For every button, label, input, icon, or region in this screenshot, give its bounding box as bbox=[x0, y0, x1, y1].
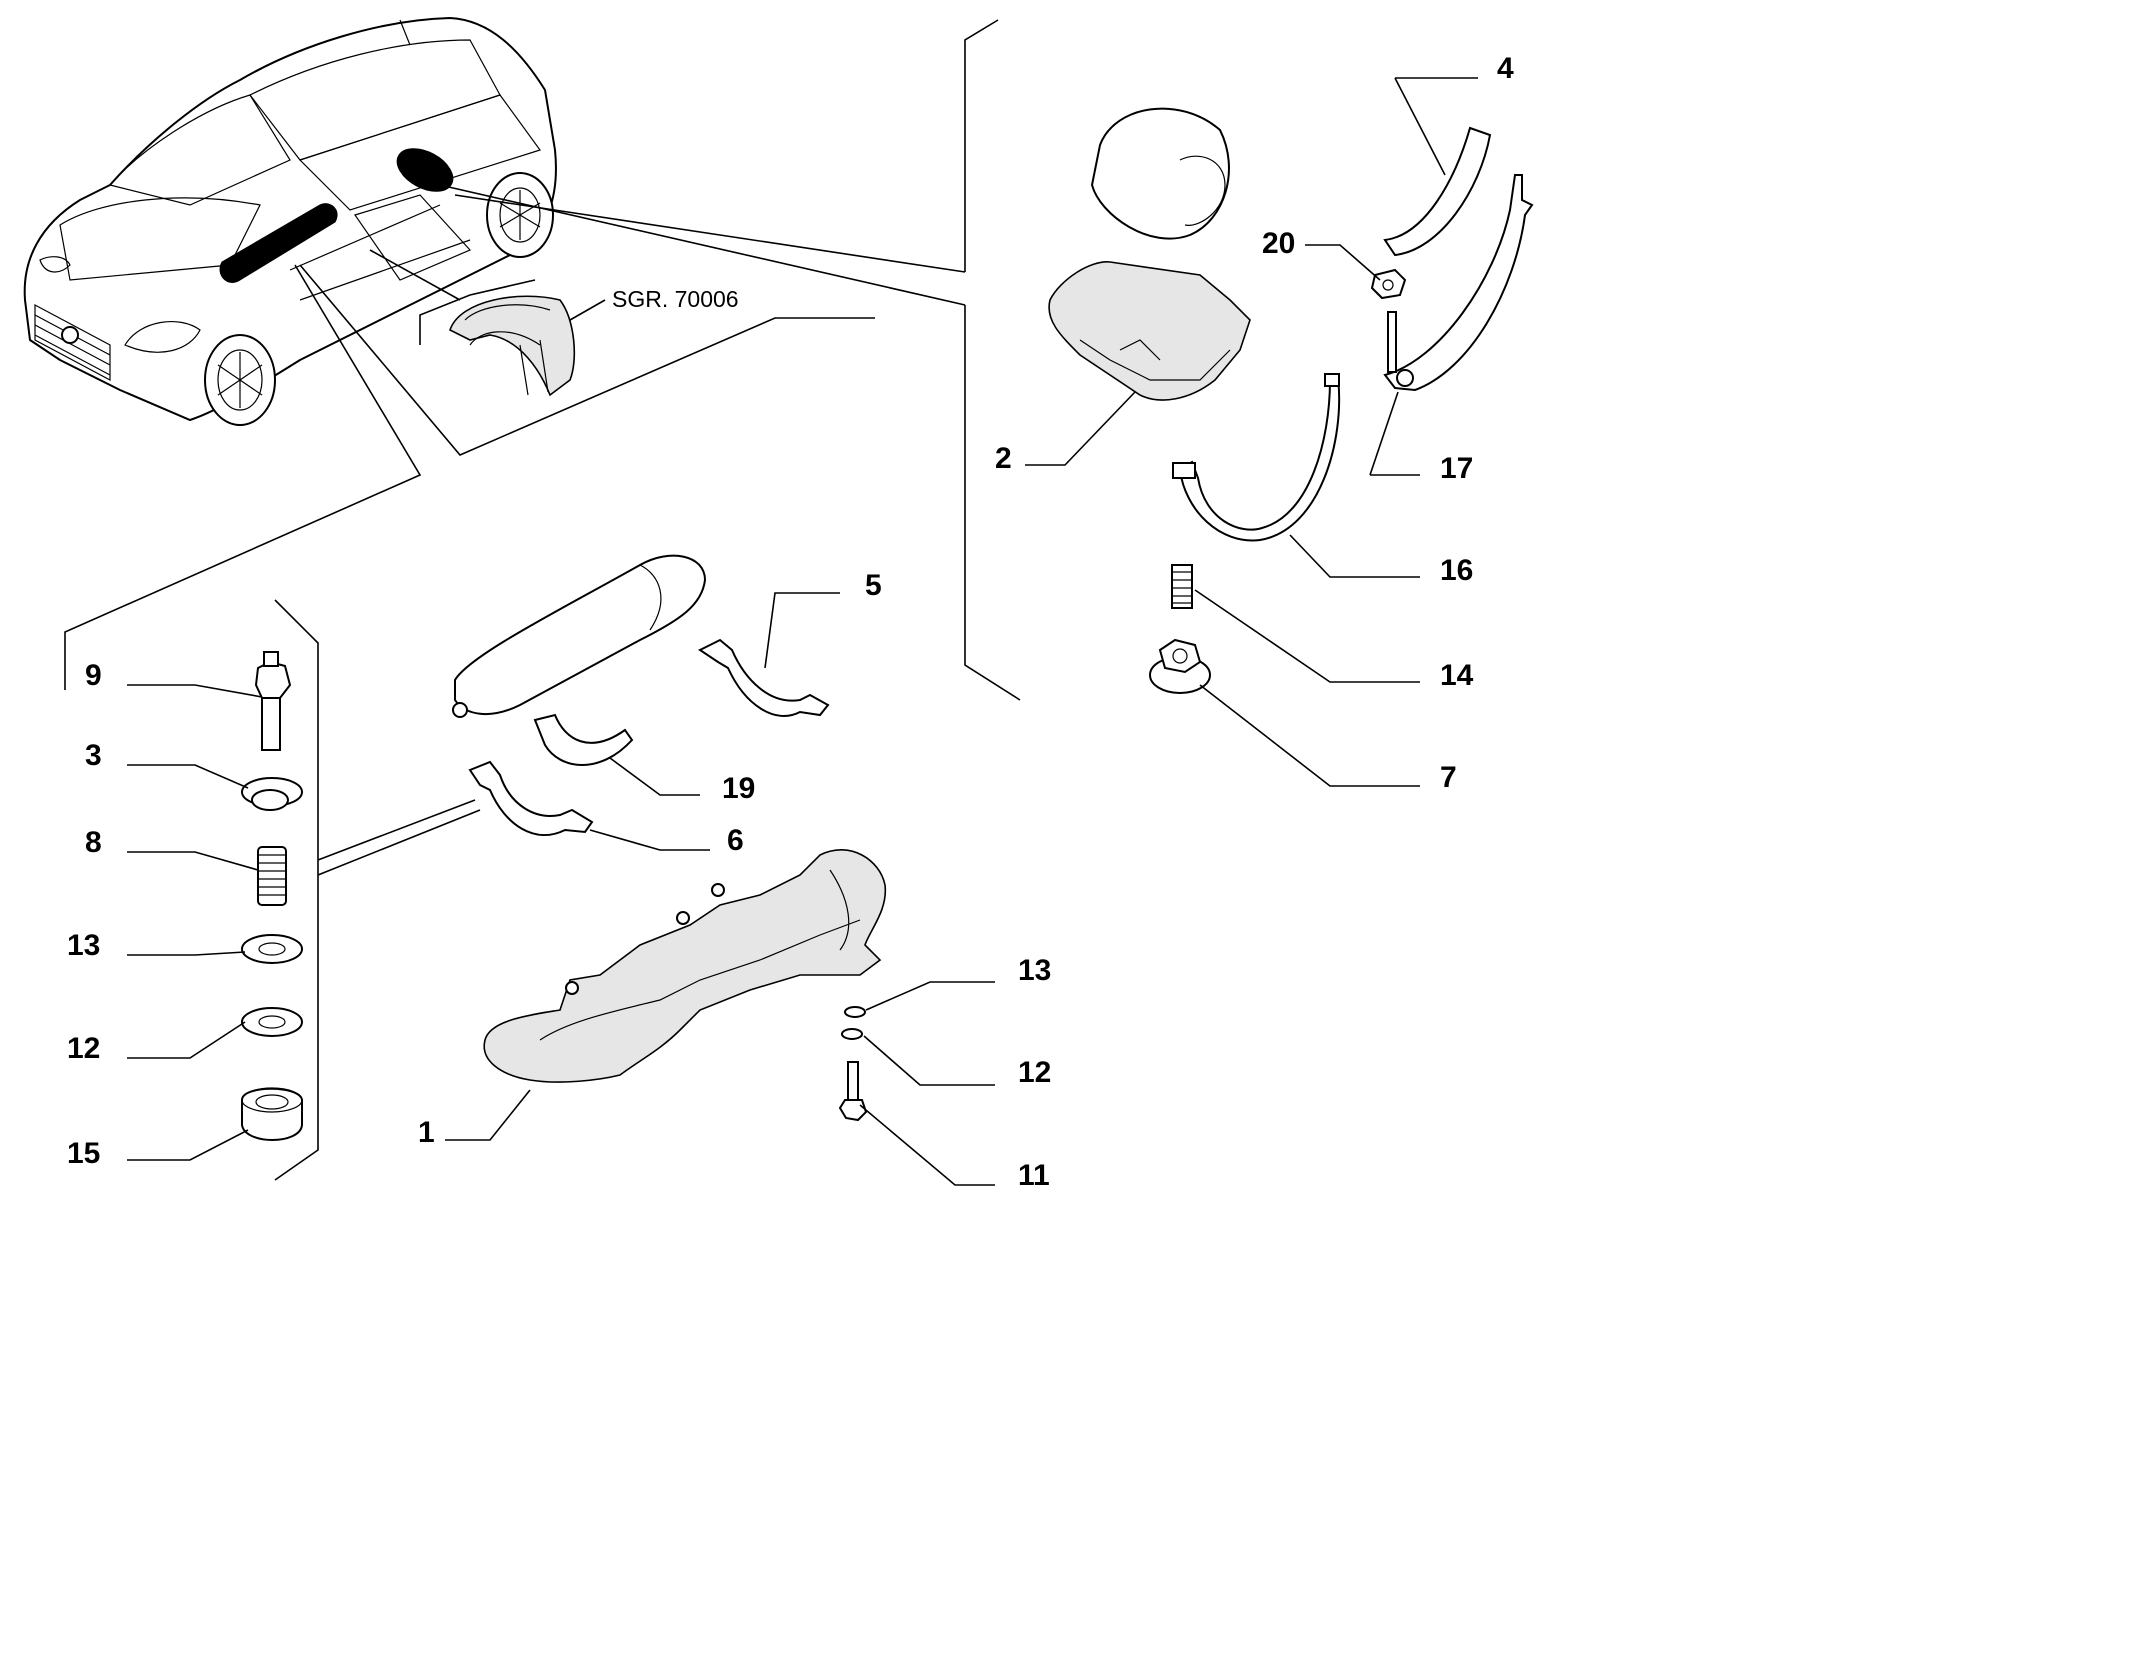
callout-16: 16 bbox=[1440, 554, 1473, 587]
callout-17: 17 bbox=[1440, 452, 1473, 485]
left-parts-stack bbox=[127, 599, 481, 1181]
callout-2: 2 bbox=[995, 442, 1012, 475]
callout-6: 6 bbox=[727, 824, 744, 857]
callout-8: 8 bbox=[85, 826, 102, 859]
callout-11: 11 bbox=[1018, 1159, 1050, 1192]
vehicle-illustration bbox=[23, 16, 557, 426]
front-tank-group bbox=[445, 554, 995, 1186]
callout-labels: 4 20 2 17 16 14 7 5 19 6 1 13 12 11 9 3 … bbox=[67, 52, 1514, 1192]
callout-5: 5 bbox=[865, 569, 882, 602]
callout-20: 20 bbox=[1262, 227, 1295, 260]
callout-12-left: 12 bbox=[67, 1032, 100, 1065]
callout-14: 14 bbox=[1440, 659, 1474, 692]
callout-9: 9 bbox=[85, 659, 102, 692]
reference-assembly: SGR. 70006 bbox=[419, 279, 739, 397]
callout-15: 15 bbox=[67, 1137, 100, 1170]
reference-label: SGR. 70006 bbox=[612, 286, 739, 312]
callout-7: 7 bbox=[1440, 761, 1457, 794]
car-leader-lines bbox=[64, 184, 966, 690]
callout-3: 3 bbox=[85, 739, 102, 772]
callout-19: 19 bbox=[722, 772, 755, 805]
callout-1: 1 bbox=[418, 1116, 435, 1149]
callout-4: 4 bbox=[1497, 52, 1514, 85]
callout-13-left: 13 bbox=[67, 929, 100, 962]
callout-12-right: 12 bbox=[1018, 1056, 1051, 1089]
parts-diagram: SGR. 70006 bbox=[23, 16, 1534, 1192]
callout-13-right: 13 bbox=[1018, 954, 1051, 987]
diagram-svg: SGR. 70006 bbox=[23, 16, 1534, 1192]
rear-tank-group bbox=[964, 19, 1534, 787]
